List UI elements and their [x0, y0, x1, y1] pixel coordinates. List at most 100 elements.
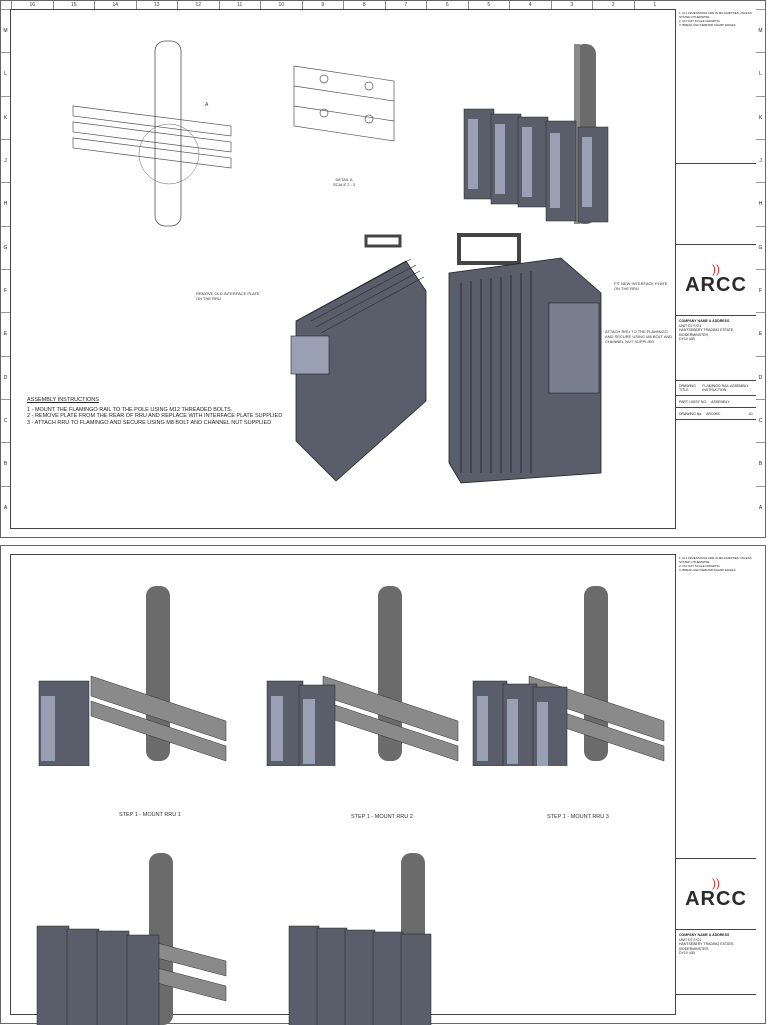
zone-label: 5 [467, 1, 510, 9]
step-label-1: STEP 1 - MOUNT RRU 1 [119, 812, 181, 818]
step-label-3: STEP 1 - MOUNT RRU 3 [547, 814, 609, 820]
drawing-no-value: ARC0BC [706, 411, 721, 416]
title-block-notes-2: 1. ALL DIMENSIONS ARE IN MILLIMETRES UNL… [676, 554, 756, 859]
zone-label: 13 [135, 1, 178, 9]
zone-label: 3 [550, 1, 593, 9]
zone-label: 15 [52, 1, 95, 9]
zone-label: 7 [384, 1, 427, 9]
part-row: PART / ASSY NO. ASSEMBLY [676, 396, 756, 408]
callout-fit-plate: FIT NEW INTERFACE PLATE ON THE RRU [614, 281, 667, 291]
company-address-2: COMPANY NAME & ADDRESS UNIT D7 F/O1 HANT… [676, 930, 756, 995]
callout-fit-line-1: FIT NEW INTERFACE PLATE [614, 281, 668, 286]
zone-label: 1 [633, 1, 676, 9]
instructions-heading: ASSEMBLY INSTRUCTIONS [27, 397, 99, 403]
address2-line-3: KIDDERMINSTER, [679, 946, 709, 951]
zone-label: F [756, 268, 765, 312]
zone-label: K [756, 95, 765, 139]
company-logo: )) ARCC [676, 245, 756, 316]
note-2-s2: 2. DO NOT SCALE DRAWING [679, 564, 720, 568]
address2-line-2: HANTSEBERY TRADING ESTATE, [679, 942, 735, 946]
zone-label: J [756, 138, 765, 182]
part-label: PART / ASSY NO. [679, 399, 708, 404]
address2-line-1: UNIT D7 F/O1 [679, 937, 702, 942]
zone-label: C [1, 398, 10, 442]
zone-label: B [1, 442, 10, 485]
zone-label: 11 [218, 1, 261, 9]
address2-line-4: DY10 4JB [679, 951, 695, 955]
detail-title: DETAIL A [335, 177, 353, 182]
company-logo-2: )) ARCC [676, 859, 756, 930]
zone-label: L [1, 52, 10, 95]
logo-text-2: ARCC [685, 887, 747, 910]
sheet-size: A1 [748, 411, 753, 416]
zone-label: 10 [260, 1, 302, 9]
drawing-no-label: DRAWING No. [679, 411, 703, 416]
address-line-3: KIDDERMINSTER, [679, 332, 709, 337]
zone-label: H [756, 182, 765, 225]
assembly-instructions: ASSEMBLY INSTRUCTIONS 1 - MOUNT THE FLAM… [27, 397, 282, 426]
step-3-drawing [472, 586, 665, 766]
zone-label: 2 [592, 1, 634, 9]
zone-label: J [1, 138, 10, 182]
zone-label: B [756, 442, 765, 485]
assembled-pole-view [463, 44, 609, 224]
drawing-title-value: FLAMINGO RAIL ASSEMBLY INSTRUCTION [702, 384, 753, 392]
zone-label: A [756, 485, 765, 529]
title-block-notes: 1. ALL DIMENSIONS ARE IN MILLIMETRES UNL… [676, 9, 756, 164]
zone-label: 4 [509, 1, 551, 9]
callout-attach-line-2: AND SECURE USING M8 BOLT AND [605, 334, 673, 339]
zone-label: 9 [301, 1, 344, 9]
address-line-4: DY10 4JB [679, 337, 695, 341]
company-label: COMPANY NAME & ADDRESS [679, 319, 730, 323]
drawing-no-row: DRAWING No. ARC0BC A1 [676, 408, 756, 420]
detail-a-drawing [293, 65, 395, 142]
address-line-2: HANTSEBERY TRADING ESTATE, [679, 328, 735, 332]
zone-label: G [1, 225, 10, 269]
callout-remove-plate: REMOVE OLD INTERFACE PLATE ON THE RRU [196, 291, 260, 301]
zone-label: 14 [94, 1, 136, 9]
detail-marker: A [205, 102, 209, 108]
instruction-line-2: 2 - REMOVE PLATE FROM THE REAR OF RRU AN… [27, 413, 283, 419]
address-line-1: UNIT D7 F/O1 [679, 323, 702, 328]
note-3-s2: 3. BREAK AND DEBURR SHARP EDGES [679, 568, 736, 572]
zone-label: M [756, 9, 765, 52]
rru-old-plate-view [290, 234, 427, 482]
part-value: ASSEMBLY [711, 399, 730, 404]
note-1: 1. ALL DIMENSIONS ARE IN MILLIMETRES UNL… [679, 11, 752, 19]
company-label-2: COMPANY NAME & ADDRESS [679, 933, 730, 937]
title-block: 1. ALL DIMENSIONS ARE IN MILLIMETRES UNL… [675, 9, 756, 529]
step-1-drawing [38, 586, 227, 766]
rru-new-plate-view [448, 233, 602, 484]
zone-label: H [1, 182, 10, 225]
signal-wave-icon: )) [712, 261, 720, 276]
drawing-title-line-2: ASSEMBLY INSTRUCTION [702, 384, 749, 392]
zone-label: D [756, 355, 765, 399]
detail-scale: SCALE 2 : 3 [333, 182, 356, 187]
title-block-2: 1. ALL DIMENSIONS ARE IN MILLIMETRES UNL… [675, 554, 756, 1015]
zone-label: G [756, 225, 765, 269]
zone-label: 16 [11, 1, 53, 9]
zone-label: K [1, 95, 10, 139]
step-4-drawing [36, 853, 227, 1025]
logo-text: ARCC [685, 273, 747, 296]
zone-label: D [1, 355, 10, 399]
drawing-title-row: DRAWING TITLE FLAMINGO RAIL ASSEMBLY INS… [676, 381, 756, 396]
drawing-sheet-2: STEP 1 - MOUNT RRU 1 STEP 1 - MOUNT RRU … [0, 545, 766, 1025]
note-1-s2: 1. ALL DIMENSIONS ARE IN MILLIMETRES UNL… [679, 556, 752, 564]
zone-label: 12 [177, 1, 219, 9]
zone-label: L [756, 52, 765, 95]
note-3: 3. BREAK AND DEBURR SHARP EDGES [679, 23, 736, 27]
zone-label: 8 [343, 1, 385, 9]
zone-label: A [1, 485, 10, 529]
zone-label: 6 [426, 1, 468, 9]
callout-remove-line-1: REMOVE OLD INTERFACE PLATE [196, 291, 260, 296]
zone-label: C [756, 398, 765, 442]
callout-attach-rru: ATTACH RRU TO THE FLAMINGO AND SECURE US… [605, 329, 672, 344]
title-block-revisions [676, 164, 756, 245]
instruction-line-3: 3 - ATTACH RRU TO FLAMINGO AND SECURE US… [27, 419, 272, 426]
zone-label: E [1, 312, 10, 355]
callout-remove-line-2: ON THE RRU [196, 296, 221, 301]
